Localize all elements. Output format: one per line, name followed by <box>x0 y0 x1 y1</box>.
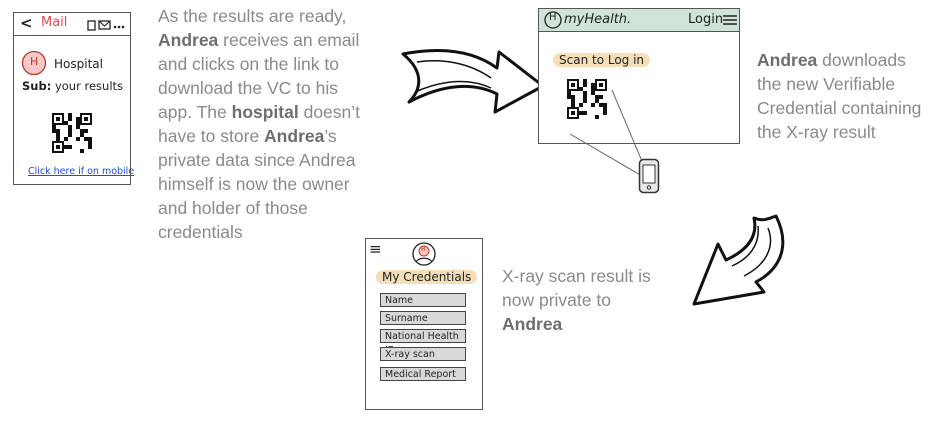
qr-code-icon <box>52 113 92 153</box>
left-text-line: private data since Andrea <box>158 150 356 170</box>
scan-label-text: Scan to Log in <box>553 53 651 67</box>
right-text-line: downloads <box>817 50 906 70</box>
left-text-name: Andrea <box>158 30 219 50</box>
left-text-line: receives an email <box>218 30 360 50</box>
user-avatar-initial: R <box>421 245 426 253</box>
sender-name: Hospital <box>54 57 103 71</box>
bottom-description: X-ray scan result is now private to Andr… <box>502 264 682 336</box>
right-text-name: Andrea <box>757 50 818 70</box>
scan-lines <box>569 89 645 177</box>
app-name: myHealth. <box>564 12 632 27</box>
subject-line: Sub: your results <box>22 79 123 93</box>
header-divider <box>14 35 130 36</box>
scan-to-login-label: Scan to Log in <box>553 53 651 67</box>
credential-field-medical-report[interactable]: Medical Report <box>380 367 466 381</box>
mail-card: < Mail H Hospital Sub: your results Clic… <box>13 12 135 185</box>
left-text-line: himself is now the owner <box>158 174 350 194</box>
subject-prefix: Sub: <box>22 79 52 93</box>
wallet-title-text: My Credentials <box>376 270 478 284</box>
myhealth-logo-initial: H <box>549 12 557 23</box>
wallet-title: My Credentials <box>376 270 478 284</box>
subject-text: your results <box>54 79 124 93</box>
more-icon <box>113 25 117 29</box>
right-description: Andrea downloads the new Verifiable Cred… <box>757 48 942 144</box>
user-avatar-icon <box>412 242 436 266</box>
credential-field-national-health-id[interactable]: National Health ID <box>380 329 466 356</box>
credentials-wallet-card: ≡ R My Credentials Name Surname National… <box>365 238 483 410</box>
bottom-text-line: now private to <box>502 290 611 310</box>
left-text-line: download the VC to his <box>158 78 338 98</box>
left-description: As the results are ready, Andrea receive… <box>158 4 398 244</box>
right-text-line: the X-ray result <box>757 122 876 142</box>
left-text-line: ’s <box>324 126 337 146</box>
login-qr-code-icon[interactable] <box>567 79 607 119</box>
left-text-line: have to store <box>158 126 265 146</box>
back-glyph[interactable]: < <box>20 14 33 32</box>
wallet-menu-icon[interactable]: ≡ <box>369 240 382 258</box>
left-text-line: doesn’t <box>298 102 361 122</box>
envelope-icon <box>98 20 111 30</box>
left-text-line: As the results are ready, <box>158 6 347 26</box>
mail-toolbar-icons[interactable] <box>86 18 128 32</box>
credential-field-surname[interactable]: Surname <box>380 311 466 325</box>
left-text-line: credentials <box>158 222 243 242</box>
right-text-line: the new Verifiable <box>757 74 896 94</box>
left-text-name: Andrea <box>264 126 325 146</box>
phone-icon <box>638 158 660 194</box>
flow-arrow-down-left <box>692 214 785 306</box>
left-text-line: and holder of those <box>158 198 308 218</box>
left-text-line: app. The <box>158 102 232 122</box>
myhealth-logo-icon <box>544 11 562 29</box>
trash-icon <box>87 20 96 31</box>
myhealth-login-card: H myHealth. Login Scan to Log in <box>538 8 740 144</box>
bottom-text-line: X-ray scan result is <box>502 266 651 286</box>
hospital-avatar <box>21 50 47 76</box>
bottom-text-name: Andrea <box>502 314 563 334</box>
login-link[interactable]: Login <box>688 12 724 27</box>
mail-title: Mail <box>41 15 68 30</box>
hamburger-menu-icon[interactable] <box>723 14 737 26</box>
flow-arrow-right <box>401 48 545 114</box>
credential-field-xray-scan[interactable]: X-ray scan <box>380 347 466 361</box>
hospital-avatar-initial: H <box>30 55 39 68</box>
myhealth-header <box>539 9 739 32</box>
credential-field-name[interactable]: Name <box>380 293 466 307</box>
left-text-line: and clicks on the link to <box>158 54 339 74</box>
right-text-line: Credential containing <box>757 98 922 118</box>
mobile-link[interactable]: Click here if on mobile <box>28 166 135 177</box>
left-text-hospital: hospital <box>231 102 299 122</box>
